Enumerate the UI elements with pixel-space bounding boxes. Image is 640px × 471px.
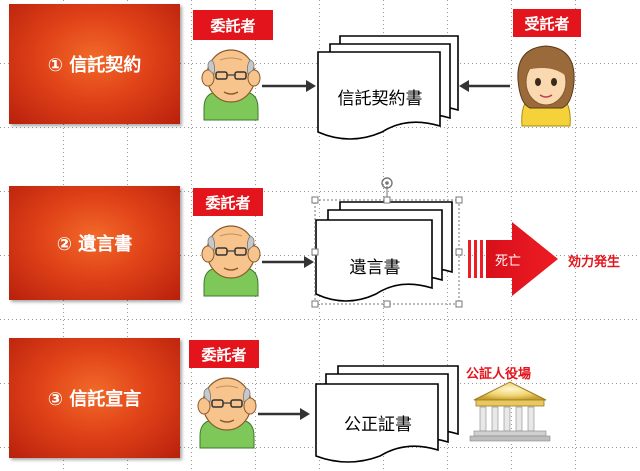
arrow-settlor-to-notarial-deed <box>258 408 310 420</box>
arrow-settlor-to-will <box>262 256 314 268</box>
trustee-tag-text: 受託者 <box>524 14 570 33</box>
elderly-man-icon <box>197 377 257 449</box>
effect-label: 効力発生 <box>568 255 621 270</box>
arrow-trustee-to-contract <box>459 80 510 92</box>
elderly-man-icon <box>201 49 261 121</box>
selection-frame[interactable] <box>311 186 463 308</box>
death-label: 死亡 <box>494 254 521 269</box>
elderly-man-icon <box>201 225 261 297</box>
bank-building-icon <box>469 381 551 442</box>
rotate-handle-icon[interactable] <box>381 177 393 189</box>
woman-icon <box>517 45 575 127</box>
settlor-tag: 委託者 <box>189 340 259 368</box>
step-box-trust-contract: ① 信託契約 <box>9 4 180 124</box>
arrow-settlor-to-contract <box>262 80 316 92</box>
settlor-tag-text: 委託者 <box>210 16 256 35</box>
death-arrow-icon <box>468 222 558 296</box>
document-label: 遺言書 <box>349 258 401 278</box>
step-label: ① 信託契約 <box>47 55 142 76</box>
document-label: 信託契約書 <box>337 89 423 109</box>
step-box-trust-declaration: ③ 信託宣言 <box>9 338 180 458</box>
notary-office-label: 公証人役場 <box>466 367 532 382</box>
settlor-tag-text: 委託者 <box>201 345 247 364</box>
step-label: ③ 信託宣言 <box>47 389 142 410</box>
document-stack-icon <box>317 35 459 140</box>
settlor-tag-text: 委託者 <box>205 193 251 212</box>
trustee-tag: 受託者 <box>513 9 581 37</box>
settlor-tag: 委託者 <box>193 10 273 40</box>
settlor-tag: 委託者 <box>193 188 263 216</box>
step-box-will: ② 遺言書 <box>9 186 180 300</box>
document-stack-icon <box>315 201 453 302</box>
document-stack-icon <box>315 365 459 463</box>
document-label: 公正証書 <box>344 415 412 435</box>
step-label: ② 遺言書 <box>56 234 133 255</box>
